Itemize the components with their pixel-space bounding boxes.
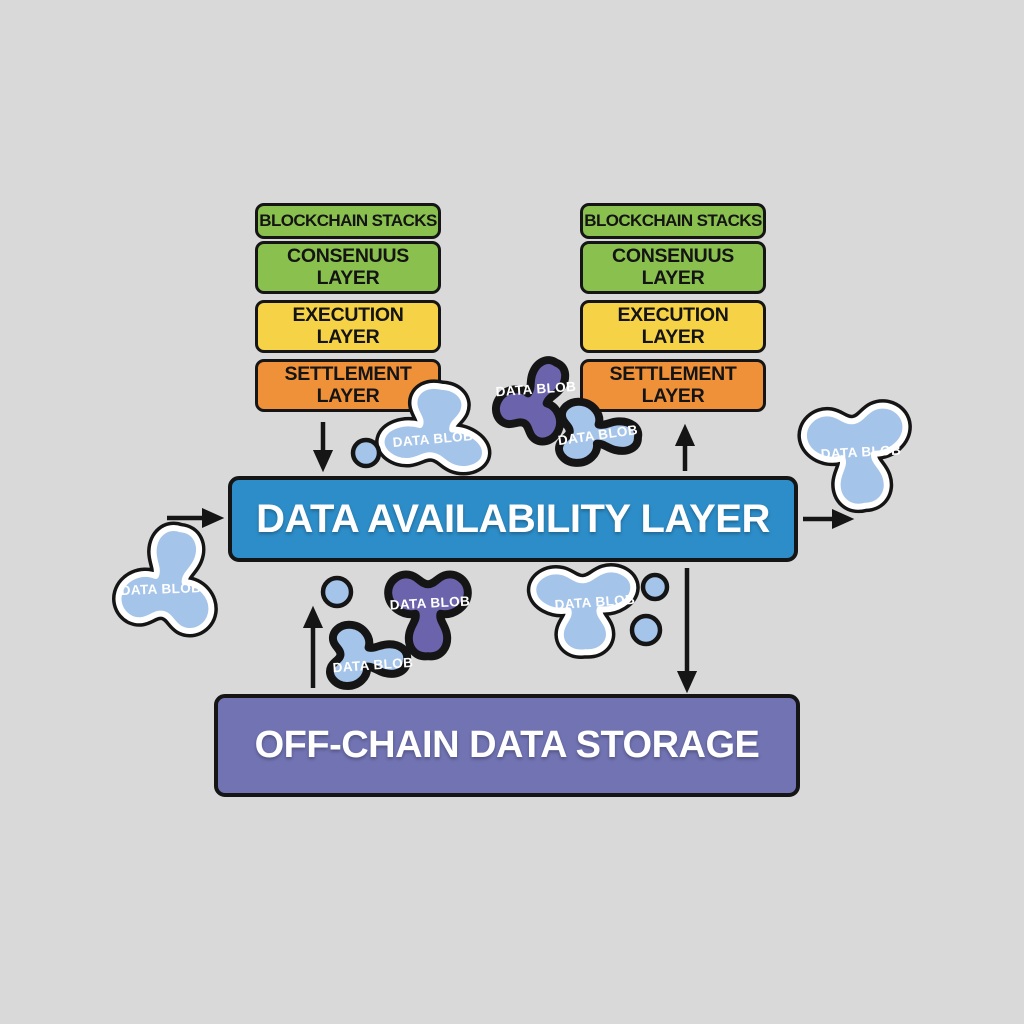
data-blob-left-label: DATA BLOB [120,580,201,598]
off-chain-data-storage-bar: OFF-CHAIN DATA STORAGE [214,694,800,797]
data-blob-right [801,403,916,513]
stack-left-title: BLOCKCHAIN STACKS [259,211,437,230]
stack-right-consensus-label: CONSENUUS LAYER [612,244,734,289]
stack-left-execution-box: EXECUTION LAYER [255,300,441,353]
data-blob-below-mid [533,569,636,654]
data-blob-below-purple-label: DATA BLOB [389,593,470,612]
stack-right-execution-box: EXECUTION LAYER [580,300,766,353]
blockchain-stack-right: BLOCKCHAIN STACKS CONSENUUS LAYER EXECUT… [580,203,766,412]
stack-right-title-box: BLOCKCHAIN STACKS [580,203,766,239]
data-blob-below-left-label: DATA BLOB [332,655,413,676]
blob-circle-mid-upper [640,572,670,602]
stack-right-execution-label: EXECUTION LAYER [617,303,729,348]
blockchain-stack-left: BLOCKCHAIN STACKS CONSENUUS LAYER EXECUT… [255,203,441,412]
stack-right-title: BLOCKCHAIN STACKS [584,211,762,230]
stack-left-execution-label: EXECUTION LAYER [292,303,404,348]
stack-right-consensus-box: CONSENUUS LAYER [580,241,766,294]
off-chain-data-storage-label: OFF-CHAIN DATA STORAGE [254,724,760,766]
data-blob-top-mid-purple-label: DATA BLOB [495,379,576,400]
blob-circle-mid-lower [629,613,663,647]
data-blob-below-mid-label: DATA BLOB [554,592,635,613]
stack-left-consensus-label: CONSENUUS LAYER [287,244,409,289]
data-availability-layer-label: DATA AVAILABILITY LAYER [256,496,770,541]
blob-circle-top-left [350,437,382,469]
data-blob-top-left-label: DATA BLOB [392,428,474,450]
blob-circle-below-left [320,575,354,609]
stack-right-settlement-box: SETTLEMENT LAYER [580,359,766,412]
stack-left-title-box: BLOCKCHAIN STACKS [255,203,441,239]
data-blob-left [114,519,226,635]
data-blob-top-mid-blue [558,400,641,468]
stack-left-settlement-label: SETTLEMENT LAYER [284,362,412,407]
stack-right-settlement-label: SETTLEMENT LAYER [609,362,737,407]
data-blob-top-left [379,379,493,472]
data-blob-below-purple [388,574,468,656]
data-blob-top-mid-purple [490,347,586,447]
data-blob-below-left [329,623,410,691]
data-blob-right-label: DATA BLOB [820,442,901,461]
stack-left-consensus-box: CONSENUUS LAYER [255,241,441,294]
data-availability-layer-bar: DATA AVAILABILITY LAYER [228,476,798,562]
